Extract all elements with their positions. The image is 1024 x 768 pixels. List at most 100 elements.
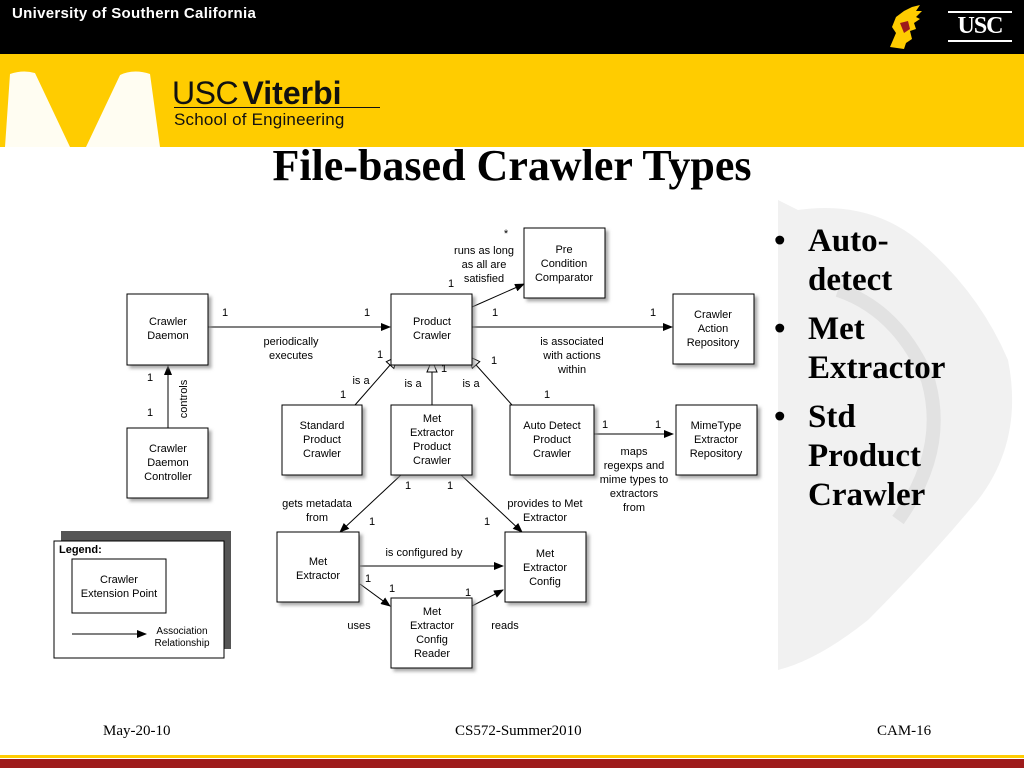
- mult-std: 1: [340, 389, 346, 401]
- box-met-extractor-config: [504, 531, 587, 603]
- bullet-dot: •: [774, 223, 786, 259]
- footer-date: May-20-10: [103, 723, 171, 739]
- mult-mime-src: 1: [602, 419, 608, 431]
- bullet-item-std-product-crawler: • Std Product Crawler: [772, 398, 1012, 515]
- footer-course: CS572-Summer2010: [455, 723, 582, 739]
- header-bar: University of Southern California USC: [0, 0, 1024, 54]
- bullet-line: Product: [808, 438, 922, 474]
- mult-mep-left: 1: [405, 480, 411, 492]
- bullet-line: detect: [808, 262, 893, 298]
- usc-wordmark: USC: [948, 11, 1012, 42]
- bullet-dot: •: [774, 311, 786, 347]
- legend-title: Legend:: [59, 544, 102, 556]
- box-crawler-daemon: [126, 293, 209, 366]
- association-lines: [164, 283, 674, 607]
- mult-action-dst: 1: [650, 307, 656, 319]
- mult-pre-condition: 1: [448, 278, 454, 290]
- footer-gold-stripe: [0, 755, 1024, 758]
- slide-title: File-based Crawler Types: [272, 141, 752, 190]
- bullet-list: • Auto- detect • Met Extractor • Std Pro…: [772, 222, 1012, 525]
- mult-reader-right: 1: [465, 587, 471, 599]
- box-crawler-action-repository: [672, 293, 755, 365]
- brand-rule: [174, 107, 380, 108]
- box-product-crawler: [390, 293, 473, 366]
- box-mimetype-extractor-repository: [675, 404, 758, 476]
- bullet-line: Std: [808, 399, 856, 435]
- brand-usc: USC: [172, 75, 239, 111]
- mult-daemon-src: 1: [222, 307, 228, 319]
- trojan-head-icon: [890, 5, 922, 49]
- decorative-watermark: [778, 200, 1013, 670]
- mult-reader-left: 1: [389, 583, 395, 595]
- line-metextractor-to-reader: [359, 583, 391, 607]
- box-auto-detect-product-crawler: [509, 404, 595, 476]
- mult-pc-right: 1: [491, 355, 497, 367]
- bullet-line: Met: [808, 311, 865, 347]
- label-is-a-left: is a: [352, 375, 370, 387]
- label-is-configured-by: is configured by: [385, 547, 463, 559]
- viterbi-v-logo: [5, 54, 160, 147]
- box-pre-condition-comparator: [523, 227, 606, 299]
- brand-band: USC Viterbi School of Engineering: [0, 54, 1024, 147]
- mult-daemon-dst: 1: [364, 307, 370, 319]
- footer-cardinal-stripe: [0, 759, 1024, 768]
- label-is-a-right: is a: [462, 378, 480, 390]
- mult-cfg-top: 1: [484, 516, 490, 528]
- box-standard-product-crawler: [281, 404, 363, 476]
- mult-ctrl-bottom: 1: [147, 407, 153, 419]
- diagram-boxes: [126, 227, 758, 669]
- box-met-extractor-config-reader: [390, 597, 473, 669]
- bullet-item-auto-detect: • Auto- detect: [772, 222, 1012, 300]
- bullet-line: Crawler: [808, 477, 926, 513]
- box-met-extractor-product-crawler: [390, 404, 473, 476]
- label-is-a-mid: is a: [404, 378, 422, 390]
- multiplicity-labels: 1 1 1 1 1 1 1 1 1 1 1 1 1 1 1 1 1 1 1 1 …: [147, 278, 661, 599]
- mult-ctrl-top: 1: [147, 372, 153, 384]
- mult-me-right: 1: [365, 573, 371, 585]
- bullet-line: Auto-: [808, 223, 889, 259]
- line-mep-to-metextractor: [339, 473, 403, 533]
- bullet-dot: •: [774, 399, 786, 435]
- box-met-extractor: [276, 531, 360, 603]
- line-mep-to-config: [459, 473, 523, 533]
- mult-action-src: 1: [492, 307, 498, 319]
- label-uses: uses: [347, 620, 371, 632]
- mult-pc-left-b: 1: [441, 363, 447, 375]
- mult-mep-right: 1: [447, 480, 453, 492]
- mult-auto: 1: [544, 389, 550, 401]
- bullet-item-met-extractor: • Met Extractor: [772, 310, 1012, 388]
- viterbi-wordmark: USC Viterbi: [172, 75, 342, 112]
- legend-extension-box: [71, 558, 167, 614]
- line-autodetect-isa: [468, 356, 513, 406]
- mult-me-top: 1: [369, 516, 375, 528]
- line-reader-to-config: [471, 589, 504, 607]
- line-product-to-precondition: [471, 283, 525, 308]
- mult-mime-dst: 1: [655, 419, 661, 431]
- university-name: University of Southern California: [12, 5, 257, 22]
- footer-page-number: CAM-16: [877, 723, 932, 739]
- label-star: *: [504, 228, 509, 240]
- school-name: School of Engineering: [174, 110, 345, 129]
- brand-viterbi: Viterbi: [242, 75, 342, 111]
